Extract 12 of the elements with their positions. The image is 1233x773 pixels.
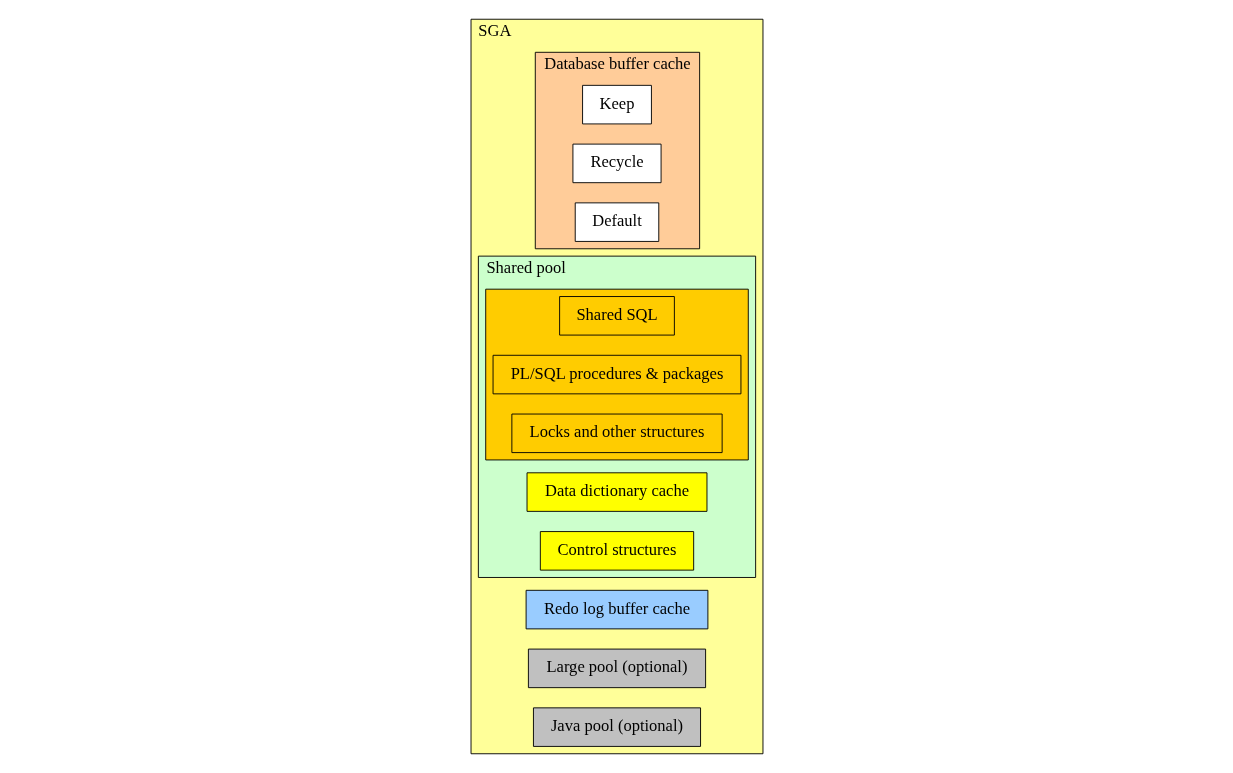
node-box: Shared SQL xyxy=(558,296,675,336)
cluster xyxy=(484,288,749,461)
node-box: Control structures xyxy=(539,531,694,571)
node-box: Redo log buffer cache xyxy=(525,589,708,630)
node-box: PL/SQL procedures & packages xyxy=(492,354,741,395)
node-box: Large pool (optional) xyxy=(527,648,706,689)
node-box: Default xyxy=(574,202,659,242)
node-box: Locks and other structures xyxy=(510,413,723,454)
node-box: Data dictionary cache xyxy=(526,472,707,512)
node-box: Keep xyxy=(581,84,652,125)
node-box: Java pool (optional) xyxy=(532,707,701,747)
node-box: Recycle xyxy=(571,143,662,184)
